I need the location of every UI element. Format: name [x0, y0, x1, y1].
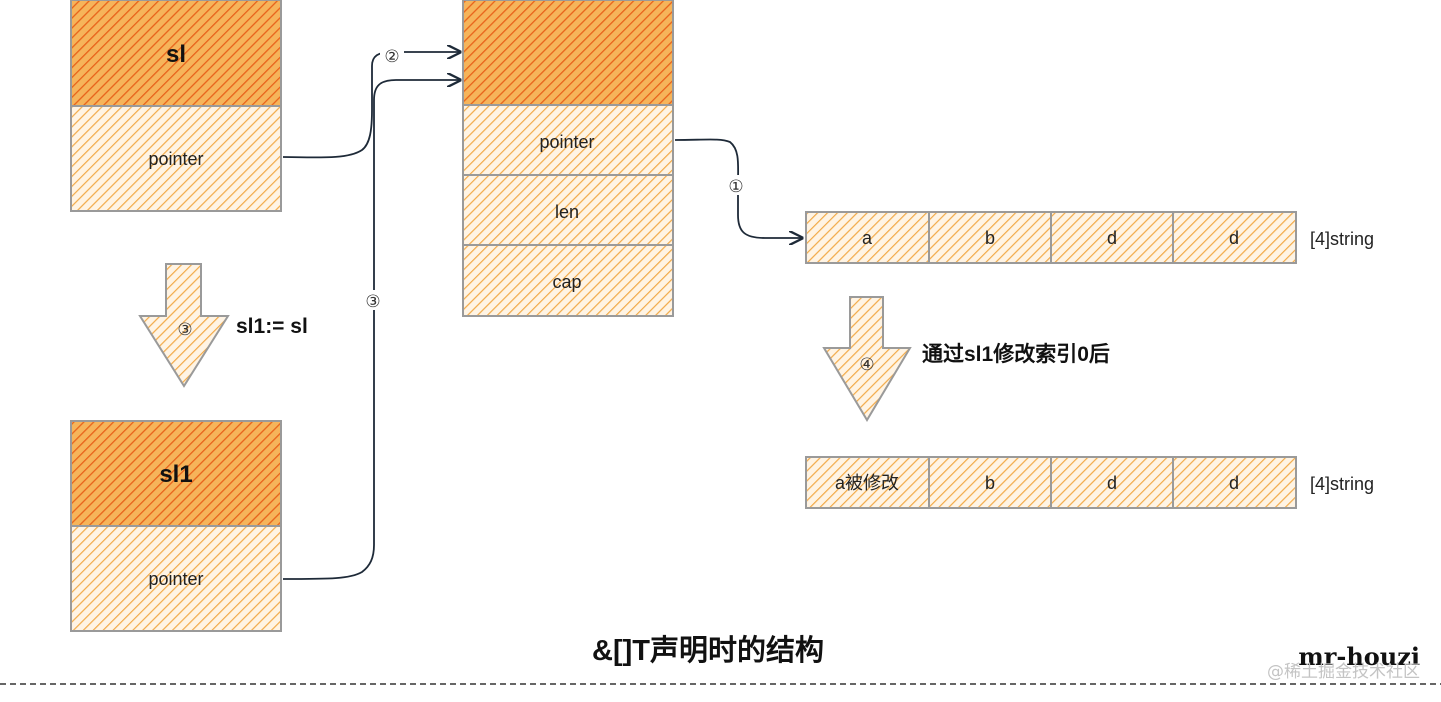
- slice-pointer-cell: [462, 104, 674, 176]
- array-bottom-cell: [928, 456, 1052, 509]
- array-top-cell-label: b: [985, 228, 995, 248]
- array-bottom-cell: [1172, 456, 1297, 509]
- edge-marker-3: ③: [365, 292, 380, 312]
- array-top-type-label: [4]string: [1310, 229, 1374, 249]
- array-bottom-type-label: [4]string: [1310, 474, 1374, 494]
- connector-markers: ② ③ ①: [361, 45, 748, 312]
- site-watermark: @稀土掘金技术社区: [1267, 662, 1420, 682]
- array-top-cell: [805, 211, 930, 264]
- assign-step: ③ sl1:= sl: [138, 263, 308, 388]
- slice-len-cell: [462, 174, 674, 246]
- array-bottom-cell-label: b: [985, 473, 995, 493]
- array-bottom-cell-label: d: [1107, 473, 1117, 493]
- sl1-struct: sl1 pointer: [70, 420, 282, 632]
- edge-marker-1: ①: [728, 177, 743, 197]
- sl1-to-header-arrow: [282, 80, 460, 580]
- sl-struct: sl pointer: [70, 0, 282, 212]
- sl1-pointer-cell: [70, 525, 282, 632]
- array-top-cell-label: d: [1107, 228, 1117, 248]
- modify-step: ④ 通过sl1修改索引0后: [822, 296, 1110, 422]
- sl-pointer-cell: [70, 105, 282, 212]
- array-bottom-cell: [1050, 456, 1174, 509]
- array-bottom-cell-label: d: [1229, 473, 1239, 493]
- slice-cap-label: cap: [552, 272, 581, 292]
- array-top-cell-label: d: [1229, 228, 1239, 248]
- sl-header-label: sl: [166, 41, 186, 68]
- sl1-pointer-label: pointer: [148, 569, 203, 589]
- array-bottom-cell-label: a被修改: [835, 473, 899, 493]
- slice-pointer-label: pointer: [539, 132, 594, 152]
- assign-step-text: sl1:= sl: [236, 315, 308, 338]
- slice-header-struct: pointer len cap: [462, 0, 674, 317]
- slice-len-label: len: [555, 202, 579, 222]
- assign-step-marker: ③: [177, 320, 192, 340]
- array-bottom-cell: [805, 456, 930, 509]
- array-bottom: a被修改 b d d [4]string: [805, 456, 1374, 509]
- array-top: a b d d [4]string: [805, 211, 1374, 264]
- down-arrow-icon: [138, 263, 230, 388]
- array-top-cell-label: a: [862, 228, 873, 248]
- sl-to-header-arrow: [282, 52, 460, 159]
- modify-step-text: 通过sl1修改索引0后: [922, 342, 1110, 366]
- modify-step-marker: ④: [859, 355, 874, 375]
- connectors: [282, 52, 802, 580]
- pointer-to-array-arrow: [674, 138, 802, 239]
- edge-marker-2: ②: [384, 47, 399, 67]
- sl-pointer-label: pointer: [148, 149, 203, 169]
- slice-cap-cell: [462, 244, 674, 317]
- down-arrow-icon: [822, 296, 912, 422]
- author-signature: mr-houzi: [1298, 642, 1420, 671]
- array-top-cell: [1050, 211, 1174, 264]
- slice-header-top-cell: [462, 0, 674, 106]
- sl-header-cell: [70, 0, 282, 107]
- diagram-caption: &[]T声明时的结构: [592, 633, 824, 667]
- sl1-header-label: sl1: [159, 461, 192, 488]
- array-top-cell: [1172, 211, 1297, 264]
